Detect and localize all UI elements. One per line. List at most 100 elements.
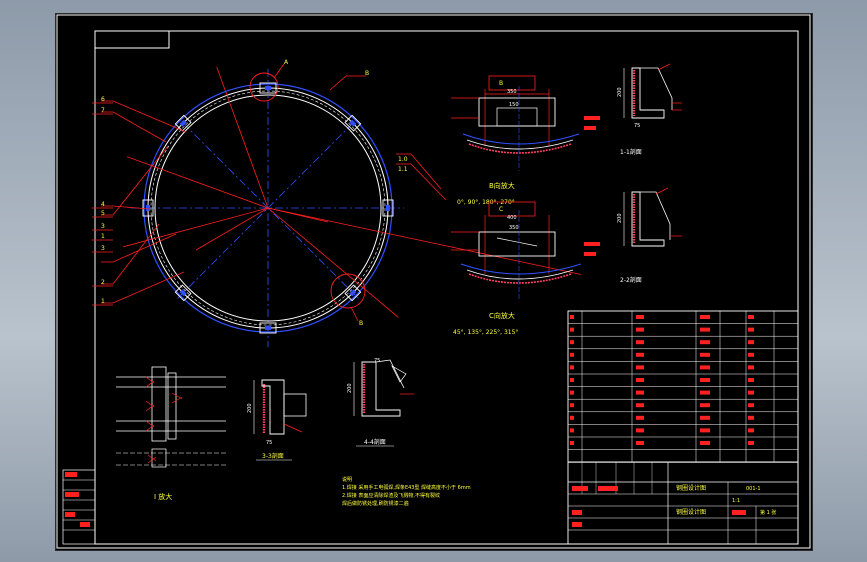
row-marker	[570, 403, 574, 408]
section-2-2: 200 2-2剖面	[584, 187, 682, 284]
balloon-label: 1	[101, 298, 105, 305]
svg-text:200: 200	[617, 87, 623, 97]
detail-i: I 放大	[116, 366, 226, 501]
balloon-label: 4	[101, 201, 105, 208]
row-marker	[748, 390, 754, 395]
row-marker	[636, 315, 644, 319]
ring-lug	[142, 199, 154, 217]
row-marker	[700, 378, 710, 382]
ring-lug	[259, 82, 277, 94]
row-marker	[700, 352, 710, 357]
svg-text:1-1剖面: 1-1剖面	[620, 148, 642, 156]
lug-plate	[174, 284, 192, 302]
radius-dimension-line	[267, 207, 582, 275]
row-marker	[748, 352, 754, 357]
svg-text:钢圈设计图: 钢圈设计图	[676, 508, 706, 516]
outer-frame	[56, 14, 811, 549]
svg-text:1.焊接 采用手工电弧焊,焊条E43型 焊缝高度不小于 6m: 1.焊接 采用手工电弧焊,焊条E43型 焊缝高度不小于 6mm	[342, 484, 471, 491]
revision-strip	[62, 469, 96, 545]
row-marker	[570, 327, 574, 332]
row-marker	[636, 441, 644, 445]
ring-lug	[259, 322, 277, 334]
svg-text:2-2剖面: 2-2剖面	[620, 276, 642, 284]
corner-label-box	[94, 30, 170, 49]
row-marker	[748, 378, 754, 382]
row-marker	[700, 315, 710, 319]
ring-inner-edge	[154, 94, 382, 322]
svg-text:B: B	[359, 320, 363, 327]
svg-text:001-1: 001-1	[746, 486, 761, 492]
svg-text:钢圈设计图: 钢圈设计图	[676, 484, 706, 492]
svg-text:B向放大: B向放大	[489, 181, 515, 190]
row-marker	[748, 403, 754, 408]
balloon-label: 1.0	[398, 156, 408, 163]
lug-plate	[259, 322, 277, 334]
lug-bolt	[386, 205, 390, 211]
row-marker	[748, 415, 754, 420]
row-marker	[748, 441, 754, 445]
lug-plate	[344, 284, 362, 302]
ring-lug	[174, 284, 192, 302]
radius-dimension-line	[126, 156, 269, 209]
ring-lug	[382, 199, 394, 217]
svg-text:C: C	[499, 206, 503, 213]
row-marker	[570, 428, 574, 433]
section-1-1: 200 75 1-1剖面	[584, 63, 682, 156]
lug-bolt	[349, 289, 357, 297]
row-marker	[636, 352, 644, 357]
svg-text:350: 350	[509, 225, 519, 231]
svg-text:B: B	[499, 80, 503, 87]
row-marker	[748, 428, 754, 433]
row-marker	[636, 378, 644, 382]
detail-circle-b-top: B	[329, 70, 369, 91]
radius-dimension-line	[123, 207, 269, 248]
parts-list-table	[567, 310, 799, 463]
row-marker	[700, 441, 710, 445]
ring-lug	[344, 114, 362, 132]
radius-dimension-line	[267, 207, 329, 223]
row-marker	[570, 390, 574, 395]
detail-circle-a: A	[249, 59, 289, 102]
svg-text:400: 400	[507, 215, 517, 221]
row-marker	[570, 340, 574, 345]
balloon-label: 2	[101, 279, 105, 286]
row-marker	[570, 352, 574, 357]
detail-circle-b-bottom: B	[330, 273, 366, 327]
row-marker	[700, 390, 710, 395]
svg-text:200: 200	[347, 383, 353, 393]
row-marker	[570, 415, 574, 420]
row-marker	[636, 327, 644, 332]
row-marker	[570, 365, 574, 370]
ring-dimension-lines	[123, 66, 582, 318]
lug-plate	[174, 114, 192, 132]
svg-text:I 放大: I 放大	[154, 492, 172, 501]
lug-bolt	[146, 205, 150, 211]
lug-bolt	[179, 119, 187, 127]
svg-text:4-4剖面: 4-4剖面	[364, 438, 386, 446]
svg-text:200: 200	[247, 403, 253, 413]
balloon-label: 6	[101, 96, 105, 103]
row-marker	[636, 403, 644, 408]
row-marker	[748, 327, 754, 332]
row-marker	[570, 441, 574, 445]
row-marker	[700, 327, 710, 332]
svg-text:200: 200	[617, 213, 623, 223]
lug-plate	[259, 82, 277, 94]
radius-dimension-line	[195, 207, 269, 251]
radius-dimension-line	[216, 66, 269, 209]
balloon-label: 5	[101, 210, 105, 217]
section-4-4: 200 75 4-4剖面	[347, 358, 414, 447]
svg-text:C向放大: C向放大	[489, 311, 515, 320]
row-marker	[636, 390, 644, 395]
svg-text:75: 75	[634, 123, 640, 129]
svg-text:焊后做防锈处理,刷防锈漆二遍: 焊后做防锈处理,刷防锈漆二遍	[342, 500, 409, 507]
row-marker	[636, 415, 644, 420]
lug-plate	[382, 199, 394, 217]
left-leaders	[101, 100, 447, 304]
row-marker	[700, 403, 710, 408]
row-marker	[636, 428, 644, 433]
